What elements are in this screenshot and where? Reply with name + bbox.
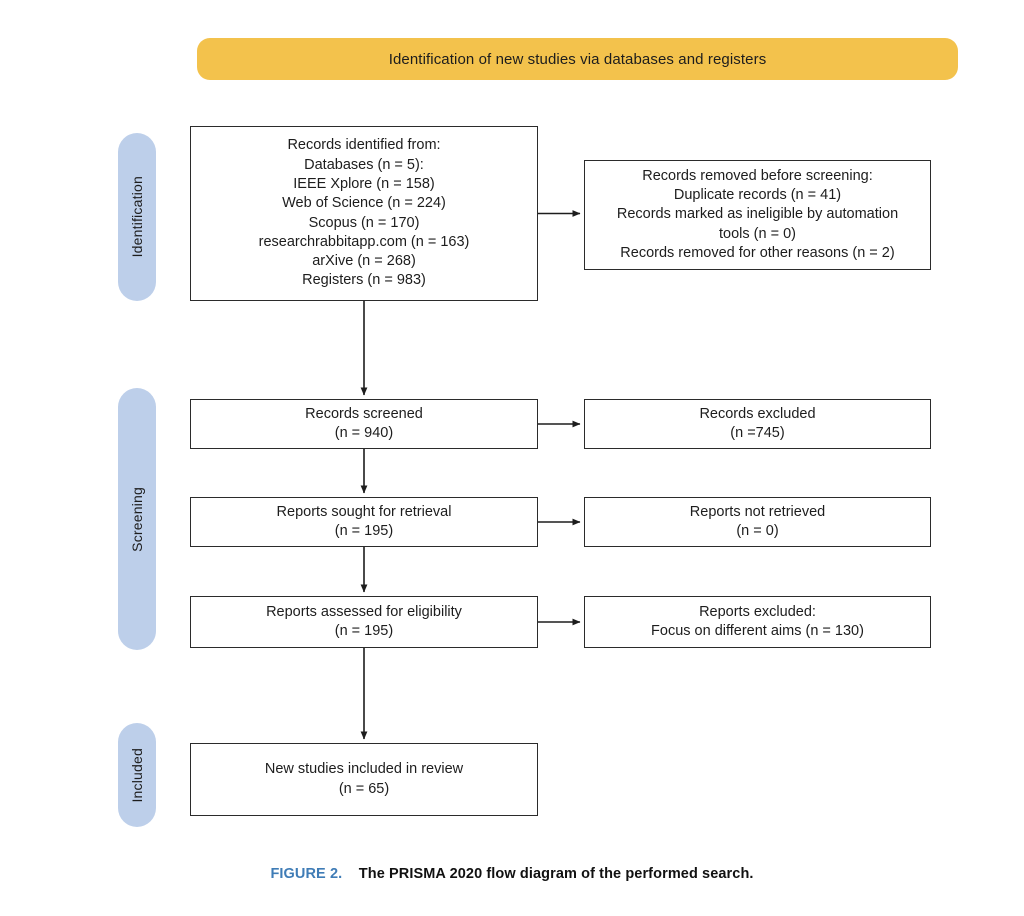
reports-assessed-count: (n = 195) — [334, 623, 394, 639]
box-reports-sought: Reports sought for retrieval (n = 195) — [190, 497, 538, 547]
box-reports-excluded: Reports excluded: Focus on different aim… — [584, 596, 931, 648]
reports-assessed-label: Reports assessed for eligibility — [266, 603, 462, 620]
reports-not-retrieved-count: (n = 0) — [736, 523, 779, 539]
records-removed-line-2: Duplicate records (n = 41) — [673, 187, 842, 204]
reports-not-retrieved-label: Reports not retrieved — [689, 503, 826, 520]
stage-pill-included: Included — [118, 723, 156, 827]
new-studies-included-label: New studies included in review — [264, 761, 464, 778]
records-identified-line-8: Registers (n = 983) — [302, 272, 426, 289]
banner-label: Identification of new studies via databa… — [388, 50, 767, 68]
box-new-studies-included: New studies included in review (n = 65) — [190, 743, 538, 816]
stage-label-identification: Identification — [129, 176, 145, 258]
stage-label-included: Included — [129, 747, 145, 803]
figure-caption-text: The PRISMA 2020 flow diagram of the perf… — [358, 866, 754, 882]
stage-pill-identification: Identification — [118, 133, 156, 301]
stage-pill-screening: Screening — [118, 388, 156, 650]
records-identified-line-7: arXive (n = 268) — [312, 253, 416, 270]
figure-caption: FIGURE 2. The PRISMA 2020 flow diagram o… — [0, 866, 1024, 882]
records-removed-line-3: Records marked as ineligible by automati… — [616, 206, 899, 223]
stage-label-screening: Screening — [129, 486, 145, 552]
box-records-identified: Records identified from: Databases (n = … — [190, 126, 538, 301]
box-records-screened: Records screened (n = 940) — [190, 399, 538, 449]
records-removed-line-4: tools (n = 0) — [719, 225, 796, 242]
records-excluded-count: (n =745) — [730, 425, 785, 441]
records-identified-line-4: Web of Science (n = 224) — [282, 195, 446, 212]
records-identified-line-6: researchrabbitapp.com (n = 163) — [258, 233, 470, 250]
box-records-excluded: Records excluded (n =745) — [584, 399, 931, 449]
box-reports-assessed: Reports assessed for eligibility (n = 19… — [190, 596, 538, 648]
records-removed-line-1: Records removed before screening: — [642, 167, 873, 184]
reports-excluded-reason: Focus on different aims (n = 130) — [651, 623, 864, 639]
banner-identification: Identification of new studies via databa… — [197, 38, 958, 80]
reports-excluded-label: Reports excluded: — [699, 603, 816, 620]
new-studies-included-count: (n = 65) — [338, 780, 390, 797]
figure-number: FIGURE 2. — [270, 866, 343, 882]
box-reports-not-retrieved: Reports not retrieved (n = 0) — [584, 497, 931, 547]
records-identified-line-2: Databases (n = 5): — [304, 156, 424, 173]
records-identified-line-1: Records identified from: — [287, 137, 441, 154]
reports-sought-count: (n = 195) — [334, 523, 394, 539]
records-removed-line-5: Records removed for other reasons (n = 2… — [620, 244, 895, 261]
records-identified-line-5: Scopus (n = 170) — [308, 214, 420, 231]
reports-sought-label: Reports sought for retrieval — [276, 503, 452, 520]
records-identified-line-3: IEEE Xplore (n = 158) — [293, 175, 435, 192]
records-screened-label: Records screened — [305, 405, 423, 422]
records-excluded-label: Records excluded — [699, 405, 816, 422]
records-screened-count: (n = 940) — [334, 425, 394, 441]
box-records-removed: Records removed before screening: Duplic… — [584, 160, 931, 270]
